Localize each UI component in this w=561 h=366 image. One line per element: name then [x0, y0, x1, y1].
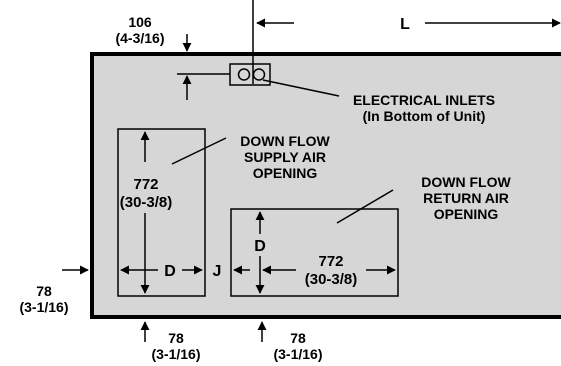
- left-offset-mm: 78: [36, 283, 52, 299]
- supply-label-line3: OPENING: [253, 165, 318, 181]
- gap-j: J: [213, 263, 222, 280]
- bottom-left-offset-mm: 78: [168, 330, 184, 346]
- top-offset-mm: 106: [128, 14, 152, 30]
- length-label: L: [400, 16, 410, 33]
- return-air-opening: [230, 208, 399, 297]
- supply-height-in: (30-3/8): [120, 194, 173, 211]
- return-label-line1: DOWN FLOW: [421, 174, 511, 190]
- supply-height-mm: 772: [133, 176, 158, 193]
- return-label-line2: RETURN AIR: [423, 190, 509, 206]
- supply-label-line1: DOWN FLOW: [240, 133, 330, 149]
- electrical-inlets-sub: (In Bottom of Unit): [363, 108, 486, 124]
- left-offset-in: (3-1/16): [19, 299, 68, 315]
- supply-air-opening: [117, 128, 206, 297]
- supply-leader-line: [171, 137, 227, 165]
- electrical-inlets-title: ELECTRICAL INLETS: [353, 92, 495, 108]
- top-offset-dimension: [177, 34, 230, 100]
- return-label-line3: OPENING: [434, 206, 499, 222]
- return-width-in: (30-3/8): [305, 271, 358, 288]
- top-offset-in: (4-3/16): [115, 30, 164, 46]
- return-width-mm: 772: [318, 253, 343, 270]
- electrical-leader-line: [262, 79, 340, 97]
- supply-label-line2: SUPPLY AIR: [244, 149, 326, 165]
- return-leader-line: [336, 189, 394, 224]
- supply-width-d: D: [164, 263, 176, 280]
- bottom-right-offset-mm: 78: [290, 330, 306, 346]
- unit-outline: [90, 52, 561, 319]
- bottom-right-offset-in: (3-1/16): [273, 346, 322, 362]
- length-dimension: [252, 0, 561, 84]
- bottom-left-offset-in: (3-1/16): [151, 346, 200, 362]
- return-height-d: D: [254, 238, 266, 255]
- electrical-inlet-box: [229, 63, 271, 86]
